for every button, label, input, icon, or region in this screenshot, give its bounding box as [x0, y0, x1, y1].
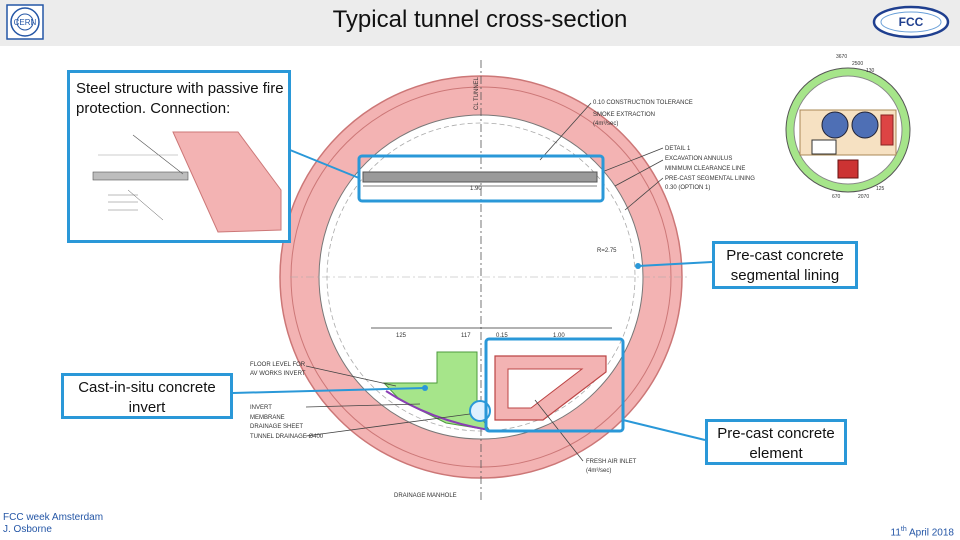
callout-segmental-lining: Pre-cast concrete segmental lining — [712, 241, 858, 289]
leader-floor-level — [305, 365, 397, 387]
precast-element-void — [507, 368, 584, 409]
connector-invert — [232, 387, 426, 394]
steel-structure-beam — [362, 171, 598, 183]
steel-connection-detail-image — [78, 130, 283, 235]
footer-date-suffix: th — [900, 526, 907, 533]
inset-dim-2: 2500 — [852, 61, 863, 67]
label-construction-tolerance: 0.10 CONSTRUCTION TOLERANCE — [593, 100, 693, 106]
label-detail-1: DETAIL 1 — [665, 146, 691, 152]
label-dim-015: 0.15 — [496, 333, 508, 339]
label-smoke-extraction: SMOKE EXTRACTION — [593, 112, 655, 118]
callout-steel-structure-text: Steel structure with passive fire protec… — [76, 80, 284, 117]
connector-segmental-lining-dot — [635, 263, 641, 269]
leader-construction-tolerance — [539, 102, 592, 161]
title-bar — [0, 0, 960, 46]
label-clearance-line: MINIMUM CLEARANCE LINE — [665, 166, 745, 172]
label-clearance-centre: CL TUNNEL — [474, 76, 480, 110]
leader-detail-1 — [601, 147, 664, 173]
label-dim-100: 1.00 — [553, 333, 565, 339]
tunnel-layout-inset: 3670 2500 130 2070 670 125 — [776, 54, 926, 204]
leader-excavation — [614, 159, 664, 187]
steel-connection-detail-svg — [92, 131, 282, 233]
label-smoke-extraction-note: (4m³/sec) — [593, 121, 618, 127]
label-fresh-air-inlet: FRESH AIR INLET — [586, 459, 637, 465]
label-dim-117: 117 — [461, 333, 471, 339]
footer-date-rest: April 2018 — [906, 527, 954, 539]
inset-dim-3: 130 — [866, 68, 875, 74]
fcc-logo: FCC — [872, 5, 950, 39]
callout-segmental-lining-text: Pre-cast concrete segmental lining — [726, 247, 844, 284]
label-excavation-annulus: EXCAVATION ANNULUS — [665, 156, 732, 162]
connector-steel-structure — [289, 149, 360, 179]
label-floor-level-2: AV WORKS INVERT — [250, 371, 306, 377]
callout-precast-element: Pre-cast concrete element — [705, 419, 847, 465]
label-segmental-lining-note: 0.30 (OPTION 1) — [665, 185, 710, 191]
cern-logo-text: CERN — [14, 18, 37, 27]
label-radius: R=2.75 — [597, 248, 617, 254]
connector-segmental-lining — [637, 261, 713, 267]
callout-invert: Cast-in-situ concrete invert — [61, 373, 233, 419]
label-drainage-manhole: DRAINAGE MANHOLE — [394, 493, 457, 499]
footer-date: 11th April 2018 — [891, 526, 955, 538]
label-fresh-air-note: (4m³/sec) — [586, 468, 611, 474]
leader-tunnel-drainage — [305, 413, 471, 437]
steel-structure-highlight — [357, 154, 605, 203]
inset-dim-5: 670 — [832, 194, 841, 200]
footer-left: FCC week Amsterdam J. Osborne — [3, 512, 103, 536]
precast-element-highlight — [484, 337, 625, 433]
leader-segmental-lining — [624, 177, 664, 211]
leader-invert — [305, 403, 421, 408]
callout-invert-text: Cast-in-situ concrete invert — [78, 379, 216, 416]
label-floor-level: FLOOR LEVEL FOR — [250, 362, 306, 368]
connector-precast-element — [622, 419, 706, 441]
footer-date-day: 11 — [890, 527, 901, 539]
label-drainage-sheet: DRAINAGE SHEET — [250, 424, 303, 430]
label-dim-125: 125 — [396, 333, 407, 339]
label-membrane: MEMBRANE — [250, 415, 285, 421]
label-tunnel-drainage: TUNNEL DRAINAGE Ø400 — [250, 434, 324, 440]
label-dim-190: 1.90 — [470, 186, 482, 192]
callout-precast-element-text: Pre-cast concrete element — [717, 425, 835, 462]
membrane-line — [385, 390, 490, 431]
label-segmental-lining: PRE-CAST SEGMENTAL LINING — [665, 176, 755, 182]
inset-dim-top: 3670 — [836, 54, 847, 60]
footer-event: FCC week Amsterdam — [3, 512, 104, 523]
label-invert: INVERT — [250, 405, 272, 411]
slide-title: Typical tunnel cross-section — [332, 6, 628, 33]
fcc-logo-text: FCC — [899, 15, 924, 29]
cern-logo: CERN — [6, 4, 44, 40]
connector-invert-dot — [422, 385, 428, 391]
inset-dim-6: 125 — [876, 186, 885, 192]
inset-dim-4: 2070 — [858, 194, 869, 200]
footer-author: J. Osborne — [3, 524, 52, 535]
